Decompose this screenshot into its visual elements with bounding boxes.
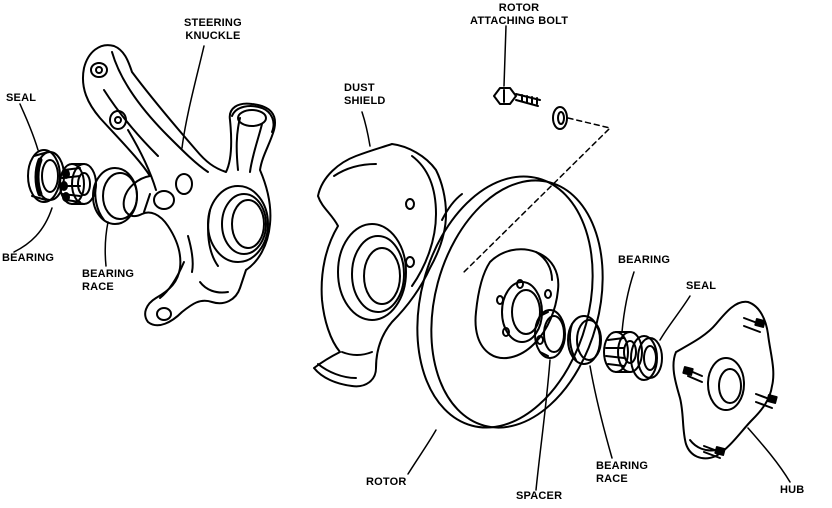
left-seal-drawing bbox=[27, 149, 65, 203]
right-bearing-race-drawing bbox=[567, 315, 602, 365]
rotor-attaching-bolt-drawing bbox=[493, 87, 568, 130]
label-bearing-left: BEARING bbox=[2, 252, 55, 264]
label-seal-left: SEAL bbox=[6, 92, 37, 104]
right-seal-drawing bbox=[630, 335, 663, 381]
leader-lines bbox=[13, 25, 791, 491]
label-rotor: ROTOR bbox=[366, 476, 407, 488]
label-bearing-right: BEARING bbox=[618, 254, 671, 266]
dust-shield-drawing bbox=[313, 143, 447, 388]
label-bearing-race-left: BEARING RACE bbox=[82, 268, 135, 293]
rotor-drawing bbox=[416, 175, 604, 429]
spacer-drawing bbox=[534, 309, 566, 359]
label-hub: HUB bbox=[780, 484, 805, 496]
label-seal-right: SEAL bbox=[686, 280, 717, 292]
steering-knuckle-drawing bbox=[82, 44, 276, 327]
label-rotor-attaching-bolt: ROTOR ATTACHING BOLT bbox=[470, 2, 569, 27]
label-steering-knuckle: STEERING KNUCKLE bbox=[184, 17, 242, 42]
label-dust-shield: DUST SHIELD bbox=[344, 82, 386, 107]
label-bearing-race-right: BEARING RACE bbox=[596, 460, 649, 485]
right-bearing-drawing bbox=[603, 331, 643, 373]
left-bearing-drawing bbox=[59, 163, 97, 205]
left-bearing-race-drawing bbox=[92, 167, 138, 225]
label-spacer: SPACER bbox=[516, 490, 563, 502]
hub-drawing bbox=[672, 300, 778, 460]
alignment-lines bbox=[461, 117, 611, 275]
